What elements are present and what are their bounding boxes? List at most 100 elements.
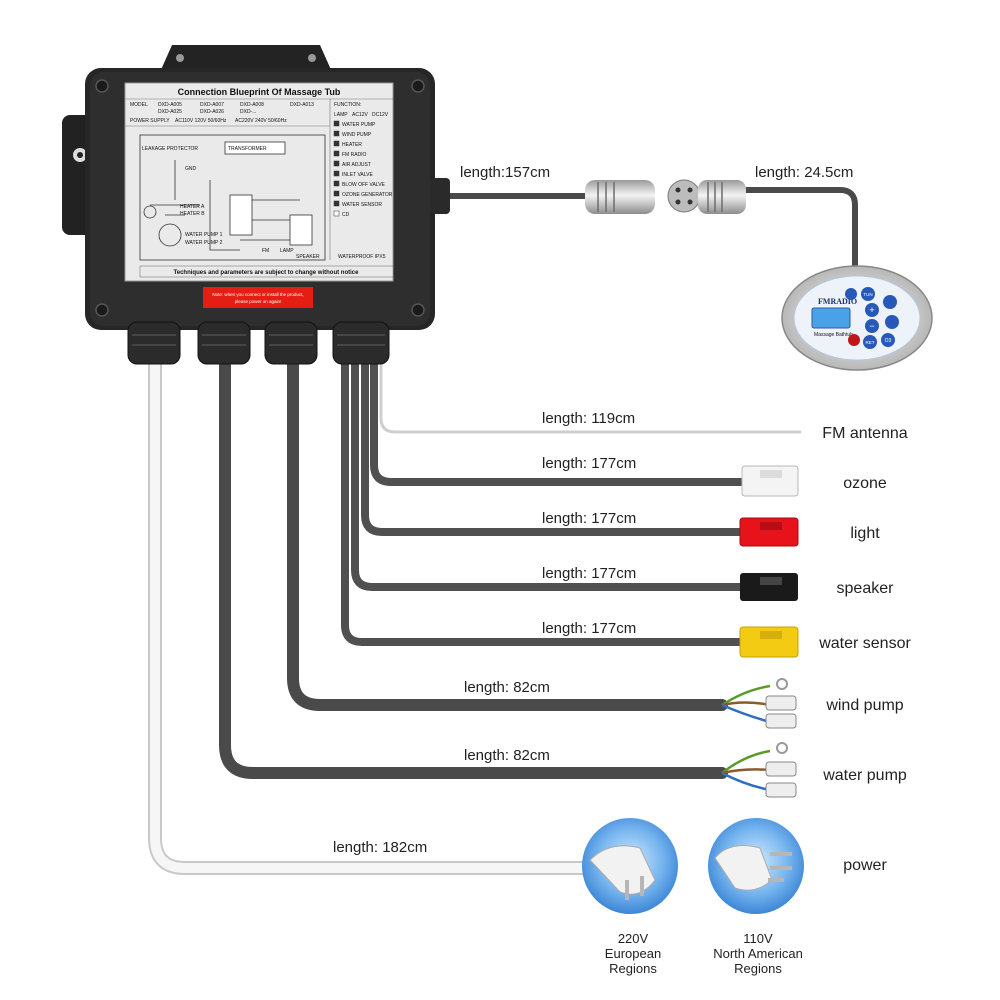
model-3: DXD-A008	[240, 102, 264, 108]
cable-glands	[127, 321, 390, 365]
power-option-1: AC110V 120V 50/60Hz	[175, 118, 227, 124]
ozone-button[interactable]	[881, 333, 895, 347]
panel-sub: Massage Bathtub	[814, 332, 853, 338]
speaker-connector	[740, 573, 798, 601]
function-checkbox	[333, 210, 340, 217]
length-display: length:157cm	[460, 164, 550, 181]
length-labels: length:157cm length: 24.5cm length: 119c…	[333, 164, 853, 856]
device-power: power	[843, 857, 887, 874]
tun-label: TUN	[863, 292, 872, 297]
warning-label	[203, 287, 313, 308]
function-item: WIND PUMP	[342, 132, 372, 138]
wind-pump-connector	[721, 678, 797, 729]
ozone-button-label: O3	[885, 338, 892, 344]
water-pump-connector	[721, 742, 797, 798]
length-power: length: 182cm	[333, 839, 427, 856]
function-checkbox	[333, 180, 340, 187]
function-item: BLOW OFF VALVE	[342, 182, 386, 188]
power-button-panel[interactable]	[848, 334, 860, 346]
model-7: DXD-...	[240, 109, 256, 115]
water-pump-cable	[219, 354, 728, 779]
device-fm-antenna: FM antenna	[822, 425, 907, 442]
model-label: MODEL	[130, 102, 148, 108]
fm-button[interactable]	[845, 288, 857, 300]
function-item: WATER PUMP	[342, 122, 376, 128]
schematic-speaker: SPEAKER	[296, 254, 320, 260]
na-voltage: 110V	[743, 931, 773, 946]
model-2: DXD-A007	[200, 102, 224, 108]
device-water-sensor: water sensor	[818, 635, 911, 652]
length-water-pump: length: 82cm	[464, 747, 550, 764]
blueprint-title: Connection Blueprint Of Massage Tub	[178, 87, 341, 97]
function-checkbox	[333, 200, 340, 207]
eu-region-line-2: Regions	[609, 961, 657, 976]
fm-antenna-cable	[379, 358, 802, 434]
schematic-water-pump-1: WATER PUMP 1	[185, 232, 223, 238]
blueprint-label	[124, 82, 394, 282]
lamp-option-2: DC12V	[372, 112, 389, 118]
schematic-gnd: GND	[185, 166, 197, 172]
schematic-heater-a: HEATER A	[180, 204, 205, 210]
schematic-water-pump-2: WATER PUMP 2	[185, 240, 223, 246]
function-item: AIR ADJUST	[342, 162, 371, 168]
function-item: CD	[342, 212, 350, 218]
display-connector-male	[667, 179, 746, 214]
function-item: HEATER	[342, 142, 362, 148]
light-button[interactable]	[883, 295, 897, 309]
tun-button[interactable]	[861, 287, 875, 301]
light-connector	[739, 517, 799, 547]
model-5: DXD-A025	[158, 109, 182, 115]
eu-voltage: 220V	[618, 931, 649, 946]
cables	[148, 187, 858, 875]
schematic-heater-b: HEATER B	[180, 211, 205, 217]
function-item: INLET VALVE	[342, 172, 374, 178]
lamp-label: LAMP	[334, 112, 348, 118]
eu-plug	[582, 818, 678, 914]
schematic-transformer: TRANSFORMER	[228, 146, 267, 152]
device-ozone: ozone	[843, 475, 887, 492]
model-6: DXD-A026	[200, 109, 224, 115]
length-light: length: 177cm	[542, 510, 636, 527]
ret-button[interactable]	[863, 335, 877, 349]
length-wind-pump: length: 82cm	[464, 679, 550, 696]
schematic-leakage: LEAKAGE PROTECTOR	[142, 146, 198, 152]
water-sensor-connector	[739, 626, 799, 658]
minus-button[interactable]	[865, 319, 879, 333]
power-supply-label: POWER SUPPLY	[130, 118, 170, 124]
function-checkbox	[333, 150, 340, 157]
model-1: DXD-A005	[158, 102, 182, 108]
function-checkbox	[333, 190, 340, 197]
length-speaker: length: 177cm	[542, 565, 636, 582]
control-panel: FMRADIO Massage Bathtub TUN + − RET O3	[781, 265, 933, 371]
function-checkbox	[333, 140, 340, 147]
warning-line-1: Note: when you connect or install the pr…	[212, 292, 303, 297]
ozone-cable	[370, 356, 749, 486]
light-cable	[361, 356, 749, 536]
mode-button[interactable]	[885, 315, 899, 329]
function-item: OZONE GENERATOR	[342, 192, 393, 198]
panel-buttons: TUN + − RET O3	[845, 287, 899, 349]
model-4: DXD-A013	[290, 102, 314, 108]
function-checkbox	[333, 170, 340, 177]
eu-region-line-1: European	[605, 946, 661, 961]
length-water-sensor: length: 177cm	[542, 620, 636, 637]
na-plug	[708, 818, 804, 914]
device-labels: FM antenna ozone light speaker water sen…	[818, 425, 911, 874]
ozone-connector	[741, 465, 799, 497]
plug-captions: 220V European Regions 110V North America…	[605, 931, 803, 976]
na-region-line-1: North American	[713, 946, 803, 961]
device-speaker: speaker	[837, 580, 895, 597]
lamp-option-1: AC12V	[352, 112, 369, 118]
function-item: WATER SENSOR	[342, 202, 382, 208]
wind-pump-cable	[287, 354, 728, 711]
blueprint-footer: Techniques and parameters are subject to…	[174, 270, 360, 276]
minus-label: −	[869, 321, 874, 331]
device-water-pump: water pump	[822, 767, 907, 784]
device-wind-pump: wind pump	[825, 697, 903, 714]
plus-label: +	[869, 305, 874, 315]
device-light: light	[850, 525, 880, 542]
speaker-cable	[351, 356, 749, 591]
plus-button[interactable]	[865, 303, 879, 317]
